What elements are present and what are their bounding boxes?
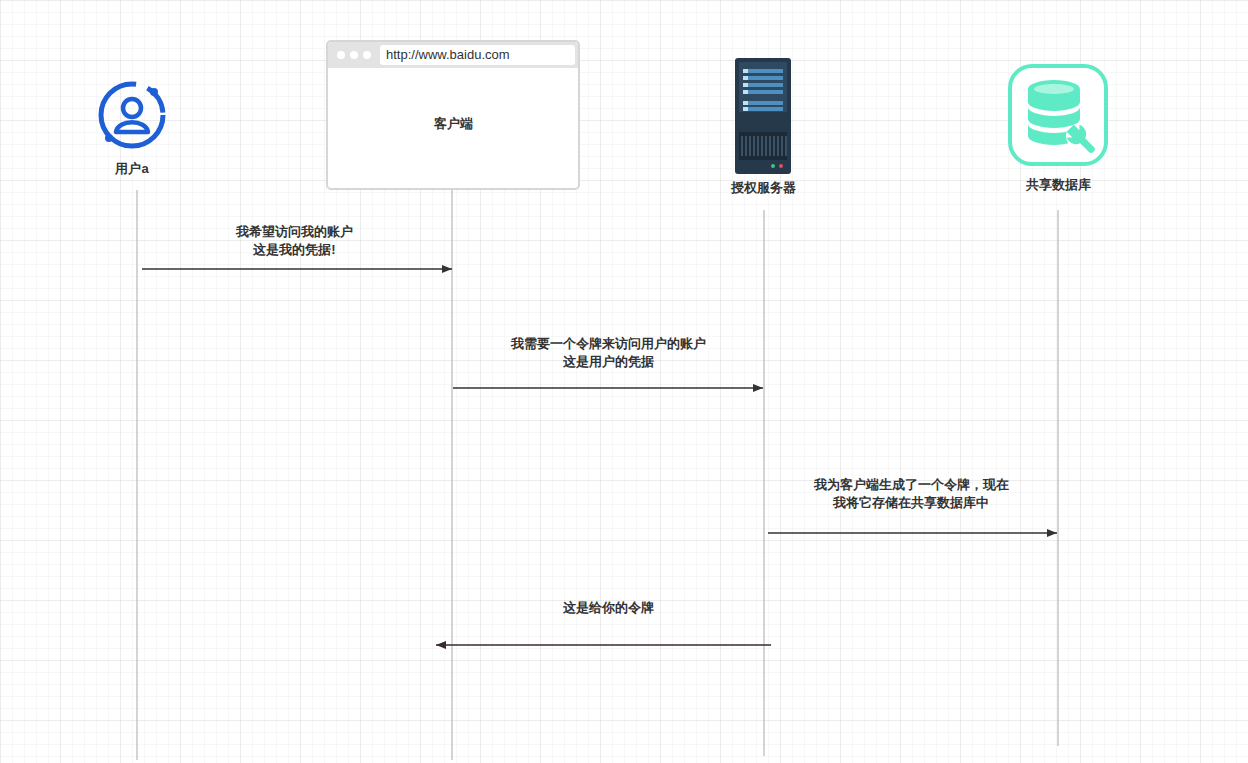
message-arrow <box>453 387 763 389</box>
node-label: 授权服务器 <box>731 180 796 196</box>
user-actor-icon <box>87 78 177 154</box>
node-label: 客户端 <box>434 116 473 132</box>
node-label: 用户a <box>115 161 148 177</box>
message-label: 这是给你的令牌 <box>508 599 708 617</box>
user-actor: 用户a <box>87 78 177 182</box>
node-label: 共享数据库 <box>1026 177 1091 193</box>
message-arrow <box>436 644 771 646</box>
lifeline <box>763 210 764 756</box>
client-browser-icon <box>326 40 580 190</box>
lifeline <box>1057 210 1058 746</box>
client-browser: http://www.baidu.com 客户端 <box>326 40 580 190</box>
shared-database-icon <box>998 62 1118 170</box>
auth-server-icon <box>713 56 813 178</box>
message-arrow <box>142 268 452 270</box>
shared-database: 共享数据库 <box>998 62 1118 194</box>
message-label: 我为客户端生成了一个令牌，现在 我将它存储在共享数据库中 <box>791 476 1031 512</box>
auth-server: 授权服务器 <box>713 56 813 198</box>
message-arrow <box>768 532 1057 534</box>
url-text: http://www.baidu.com <box>386 47 510 63</box>
lifeline <box>136 190 137 760</box>
message-label: 我希望访问我的账户 这是我的凭据! <box>215 223 375 259</box>
lifeline <box>451 190 452 760</box>
message-label: 我需要一个令牌来访问用户的账户 这是用户的凭据 <box>488 335 728 371</box>
